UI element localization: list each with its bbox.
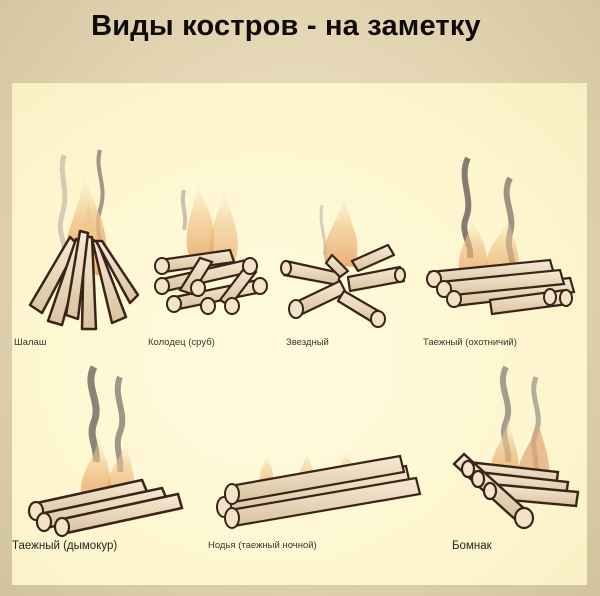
hunter-fire-icon [420, 148, 580, 318]
log-cabin-fire-icon [150, 180, 270, 320]
fire-label-nodya: Нодья (таежный ночной) [208, 540, 317, 551]
page-title: Виды костров - на заметку [91, 10, 481, 42]
star-fire-icon [278, 195, 408, 328]
fire-label-taezhny-dymokur: Таежный (дымокур) [12, 540, 118, 552]
fire-label-bomnak: Бомнак [452, 540, 492, 552]
fire-label-zvezdny: Звездный [286, 337, 329, 348]
nodya-fire-icon [210, 450, 425, 530]
fire-label-kolodets: Колодец (сруб) [148, 337, 215, 348]
smoke-fire-icon [22, 362, 184, 538]
fire-label-shalash: Шалаш [14, 337, 47, 348]
fire-label-taezhny-ohotnichy: Таежный (охотничий) [423, 337, 517, 348]
bomnak-fire-icon [448, 362, 583, 537]
teepee-fire-icon [22, 145, 142, 335]
